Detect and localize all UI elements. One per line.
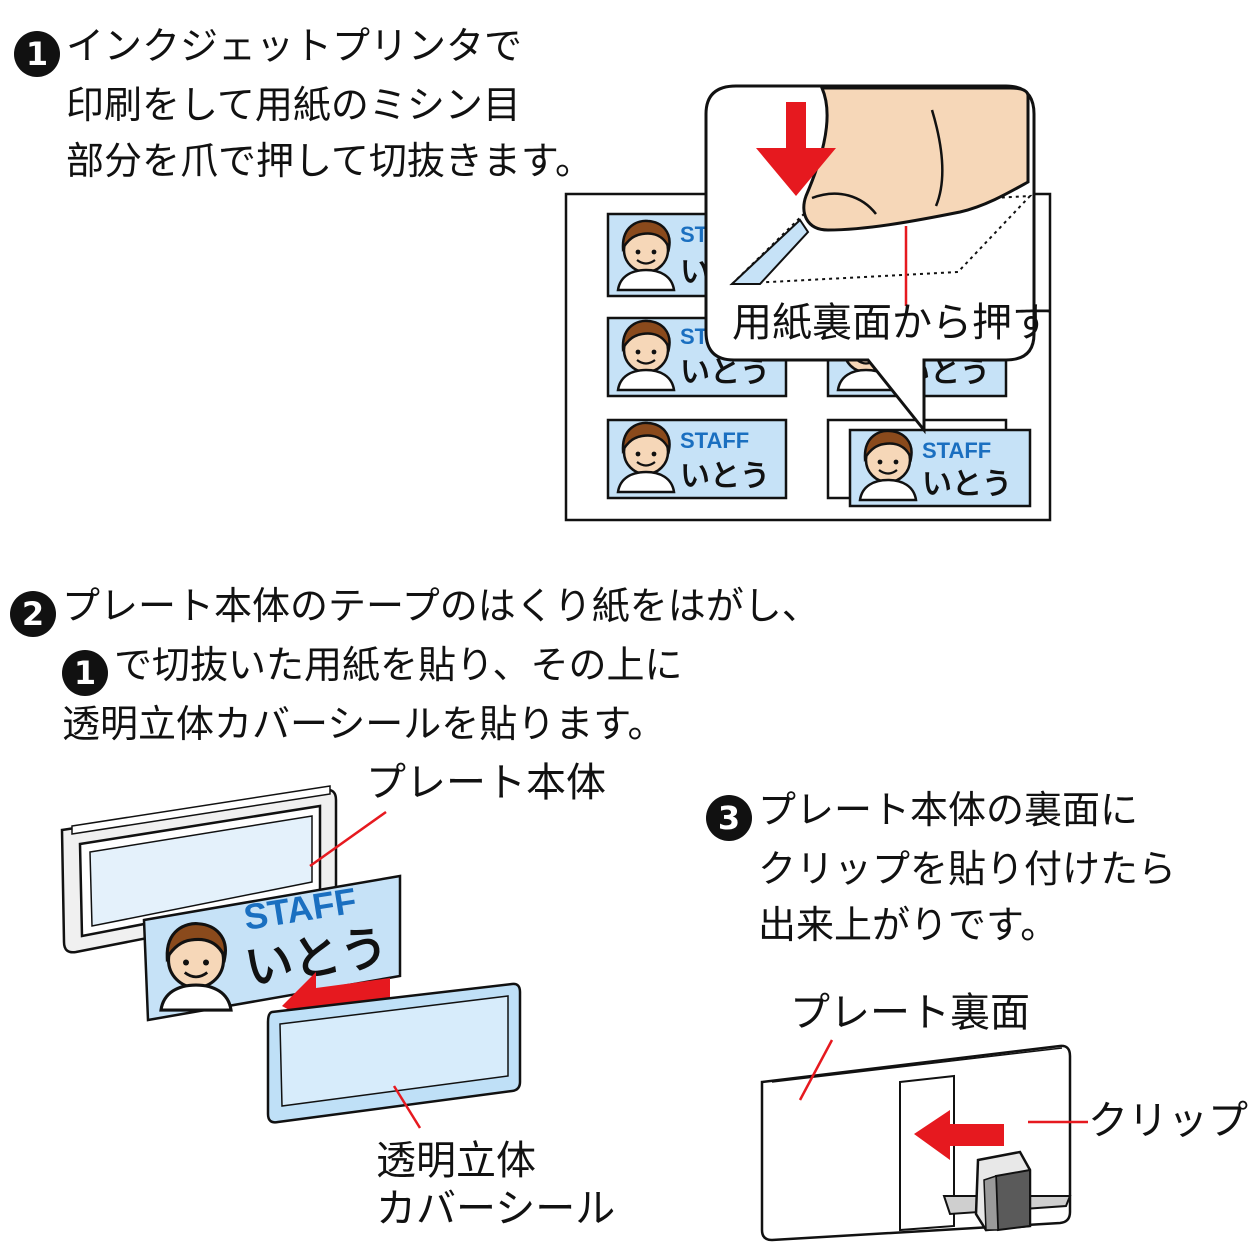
plate-back-label: プレート裏面 <box>790 990 1030 1036</box>
push-down-arrow <box>756 102 836 196</box>
svg-text:いとう: いとう <box>680 460 770 493</box>
step1-line-3: 部分を爪で押して切抜きます。 <box>66 139 594 183</box>
name-card: STAFF いとう <box>606 418 788 500</box>
name-card: STAFF いとう <box>606 316 788 398</box>
paper-card: STAFF いとう <box>142 874 402 1022</box>
callout-label: 用紙裏面から押す <box>732 300 1052 346</box>
zoom-callout <box>704 84 1036 435</box>
clip-label: クリップ <box>1088 1098 1248 1144</box>
cut-out-name-card: STAFF いとう <box>848 428 1032 508</box>
svg-text:いとう: いとう <box>922 468 1012 501</box>
cover-sticker-label-2: カバーシール <box>376 1186 616 1232</box>
step-number-3: 3 <box>706 795 752 841</box>
step2-line-3: 透明立体カバーシールを貼ります。 <box>62 702 666 746</box>
clip <box>942 1150 1072 1232</box>
step3-line-2: クリップを貼り付けたら <box>758 847 1177 891</box>
step-number-2: 2 <box>10 591 56 637</box>
cover-sticker-label-1: 透明立体 <box>376 1138 536 1184</box>
svg-text:STAFF: STAFF <box>680 428 749 453</box>
step1-line-2: 印刷をして用紙のミシン目 <box>66 83 521 127</box>
clear-cover-sticker <box>266 982 522 1129</box>
step-ref-number-1: 1 <box>62 650 108 696</box>
attach-arrow <box>914 1110 1004 1160</box>
step-number-1: 1 <box>14 31 60 77</box>
svg-text:STAFF: STAFF <box>922 438 991 463</box>
plate-body-label: プレート本体 <box>366 760 606 806</box>
step3-line-3: 出来上がりです。 <box>758 903 1059 947</box>
